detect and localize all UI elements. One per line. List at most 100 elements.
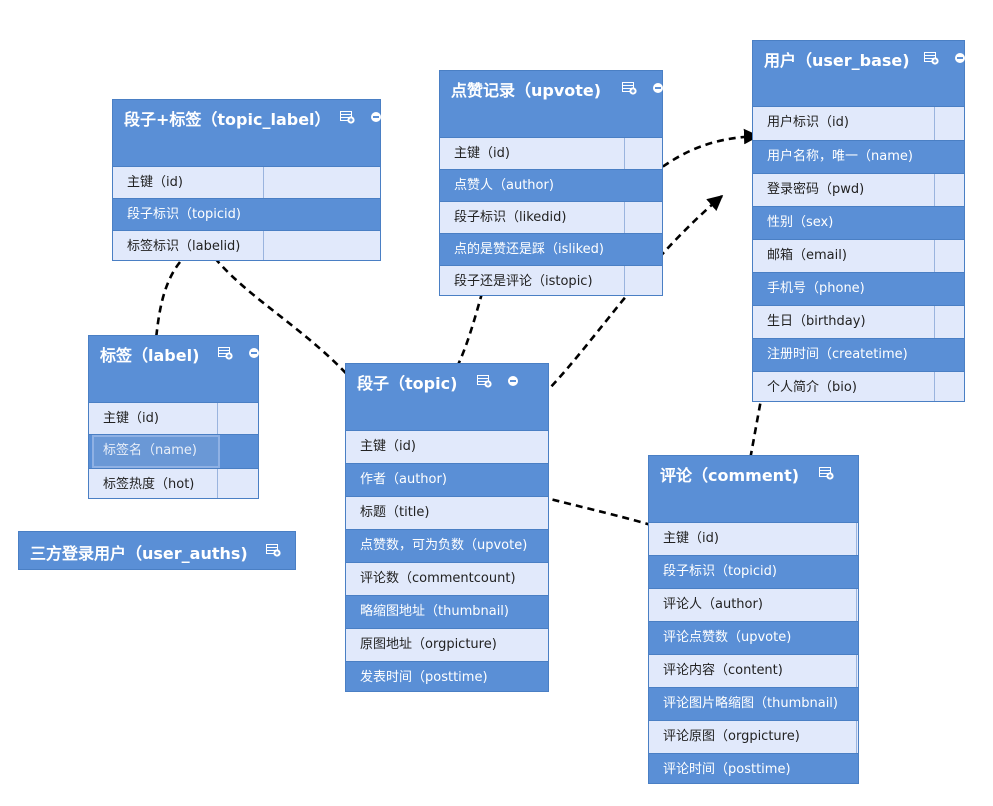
field-row[interactable]: 标签标识（labelid) bbox=[113, 230, 380, 260]
field-row[interactable]: 用户标识（id) bbox=[753, 106, 964, 140]
field-label: 评论人（author) bbox=[663, 597, 763, 612]
field-label: 邮箱（email) bbox=[767, 248, 847, 263]
table-header[interactable]: 段子（topic) bbox=[346, 364, 548, 430]
table-header[interactable]: 用户（user_base) bbox=[753, 41, 965, 106]
field-row[interactable]: 评论内容（content) bbox=[649, 654, 858, 687]
field-row[interactable]: 主键（id) bbox=[649, 522, 858, 555]
field-label: 生日（birthday) bbox=[767, 314, 866, 329]
field-label: 标签标识（labelid) bbox=[127, 239, 241, 254]
field-row[interactable]: 略缩图地址（thumbnail) bbox=[346, 595, 548, 628]
field-row[interactable]: 主键（id) bbox=[89, 402, 258, 434]
add-table-icon[interactable] bbox=[266, 544, 281, 557]
field-label: 作者（author) bbox=[360, 472, 447, 487]
add-table-icon[interactable] bbox=[819, 467, 834, 480]
add-table-icon[interactable] bbox=[218, 347, 233, 360]
field-row[interactable]: 标签热度（hot) bbox=[89, 468, 258, 498]
collapse-icon[interactable] bbox=[371, 112, 381, 122]
field-row[interactable]: 手机号（phone) bbox=[753, 272, 964, 305]
field-label: 略缩图地址（thumbnail) bbox=[360, 604, 509, 619]
field-label: 发表时间（posttime) bbox=[360, 670, 488, 685]
field-row[interactable]: 评论原图（orgpicture) bbox=[649, 720, 858, 753]
field-row[interactable]: 主键（id) bbox=[346, 430, 548, 463]
add-table-icon[interactable] bbox=[924, 52, 939, 65]
field-row[interactable]: 原图地址（orgpicture) bbox=[346, 628, 548, 661]
field-row[interactable]: 登录密码（pwd) bbox=[753, 173, 964, 206]
field-row[interactable]: 点赞数，可为负数（upvote) bbox=[346, 529, 548, 562]
field-row[interactable]: 作者（author) bbox=[346, 463, 548, 496]
collapse-icon[interactable] bbox=[508, 376, 518, 386]
field-row[interactable]: 标题（title) bbox=[346, 496, 548, 529]
field-label: 原图地址（orgpicture) bbox=[360, 637, 497, 652]
field-label: 标题（title) bbox=[360, 505, 430, 520]
table-title: 用户（user_base) bbox=[764, 51, 910, 70]
field-label: 个人简介（bio) bbox=[767, 380, 857, 395]
add-table-icon[interactable] bbox=[477, 375, 492, 388]
table-label[interactable]: 标签（label) 主键（id) 标签名（name) 标签热度（hot) bbox=[88, 335, 259, 499]
field-row[interactable]: 主键（id) bbox=[113, 166, 380, 198]
field-label: 段子还是评论（istopic) bbox=[454, 274, 593, 289]
field-row[interactable]: 性别（sex) bbox=[753, 206, 964, 239]
field-row[interactable]: 发表时间（posttime) bbox=[346, 661, 548, 691]
field-row[interactable]: 生日（birthday) bbox=[753, 305, 964, 338]
field-label: 点赞数，可为负数（upvote) bbox=[360, 538, 528, 553]
field-row[interactable]: 点的是赞还是踩（isliked) bbox=[440, 233, 662, 265]
field-label: 标签名（name) bbox=[103, 443, 197, 458]
table-header[interactable]: 三方登录用户（user_auths) bbox=[19, 532, 295, 569]
field-row[interactable]: 段子标识（topicid) bbox=[649, 555, 858, 588]
field-row[interactable]: 评论时间（posttime) bbox=[649, 753, 858, 783]
field-label: 主键（id) bbox=[360, 439, 416, 454]
field-row[interactable]: 评论人（author) bbox=[649, 588, 858, 621]
table-topic[interactable]: 段子（topic) 主键（id) 作者（author) 标题（title) 点赞… bbox=[345, 363, 549, 692]
field-label: 评论点赞数（upvote) bbox=[663, 630, 792, 645]
field-label: 评论时间（posttime) bbox=[663, 762, 791, 777]
field-row[interactable]: 段子标识（topicid) bbox=[113, 198, 380, 230]
field-row[interactable]: 个人简介（bio) bbox=[753, 371, 964, 401]
selection-highlight bbox=[92, 435, 220, 468]
field-row-selected[interactable]: 标签名（name) bbox=[89, 434, 258, 468]
table-title: 评论（comment) bbox=[660, 466, 800, 485]
field-row[interactable]: 用户名称，唯一（name) bbox=[753, 140, 964, 173]
table-user-base[interactable]: 用户（user_base) 用户标识（id) 用户名称，唯一（name) 登录密… bbox=[752, 40, 965, 402]
field-row[interactable]: 段子标识（likedid) bbox=[440, 201, 662, 233]
field-row[interactable]: 评论数（commentcount) bbox=[346, 562, 548, 595]
field-row[interactable]: 邮箱（email) bbox=[753, 239, 964, 272]
collapse-icon[interactable] bbox=[653, 83, 663, 93]
field-label: 主键（id) bbox=[663, 531, 719, 546]
field-row[interactable]: 评论点赞数（upvote) bbox=[649, 621, 858, 654]
field-label: 登录密码（pwd) bbox=[767, 182, 865, 197]
field-label: 评论数（commentcount) bbox=[360, 571, 516, 586]
field-label: 注册时间（createtime) bbox=[767, 347, 908, 362]
field-label: 用户名称，唯一（name) bbox=[767, 149, 913, 164]
field-label: 段子标识（topicid) bbox=[663, 564, 777, 579]
collapse-icon[interactable] bbox=[249, 348, 259, 358]
field-row[interactable]: 主键（id) bbox=[440, 137, 662, 169]
field-row[interactable]: 评论图片略缩图（thumbnail) bbox=[649, 687, 858, 720]
table-user-auths-collapsed[interactable]: 三方登录用户（user_auths) bbox=[18, 531, 296, 570]
add-table-icon[interactable] bbox=[622, 82, 637, 95]
collapse-icon[interactable] bbox=[955, 53, 965, 63]
add-table-icon[interactable] bbox=[340, 111, 355, 124]
table-title: 段子+标签（topic_label） bbox=[124, 110, 331, 129]
field-label: 性别（sex) bbox=[767, 215, 834, 230]
field-label: 评论图片略缩图（thumbnail) bbox=[663, 696, 838, 711]
table-comment[interactable]: 评论（comment) 主键（id) 段子标识（topicid) 评论人（aut… bbox=[648, 455, 859, 784]
table-header[interactable]: 点赞记录（upvote) bbox=[440, 71, 663, 137]
field-label: 评论原图（orgpicture) bbox=[663, 729, 800, 744]
field-label: 主键（id) bbox=[103, 411, 159, 426]
field-row[interactable]: 点赞人（author) bbox=[440, 169, 662, 201]
table-header[interactable]: 评论（comment) bbox=[649, 456, 858, 522]
field-label: 手机号（phone) bbox=[767, 281, 865, 296]
field-label: 段子标识（topicid) bbox=[127, 207, 241, 222]
table-header[interactable]: 标签（label) bbox=[89, 336, 259, 402]
field-label: 标签热度（hot) bbox=[103, 477, 195, 492]
table-upvote[interactable]: 点赞记录（upvote) 主键（id) 点赞人（author) 段子标识（lik… bbox=[439, 70, 663, 296]
table-title: 标签（label) bbox=[100, 346, 200, 365]
table-title: 三方登录用户（user_auths) bbox=[30, 544, 248, 563]
field-row[interactable]: 段子还是评论（istopic) bbox=[440, 265, 662, 295]
table-title: 段子（topic) bbox=[357, 374, 458, 393]
table-topic-label[interactable]: 段子+标签（topic_label） 主键（id) 段子标识（topicid) … bbox=[112, 99, 381, 261]
field-label: 点赞人（author) bbox=[454, 178, 554, 193]
field-label: 段子标识（likedid) bbox=[454, 210, 567, 225]
field-row[interactable]: 注册时间（createtime) bbox=[753, 338, 964, 371]
table-header[interactable]: 段子+标签（topic_label） bbox=[113, 100, 381, 166]
